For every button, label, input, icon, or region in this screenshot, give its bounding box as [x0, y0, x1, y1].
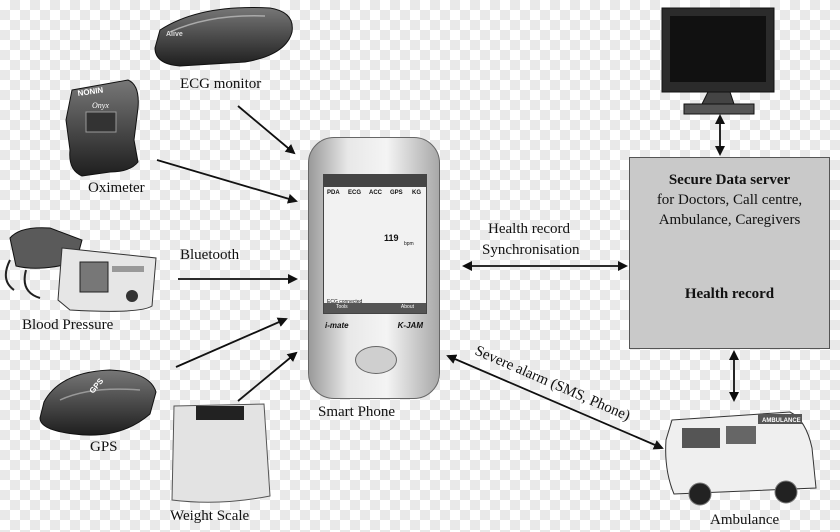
- health-record-db-label: Health record: [684, 286, 775, 302]
- weight-scale-label: Weight Scale: [170, 508, 250, 524]
- oximeter-model-text: Onyx: [92, 101, 109, 110]
- weight-scale-icon: [171, 403, 271, 503]
- ecg-brand-text: Alive: [166, 31, 183, 38]
- sync-label-line-1: Health record: [488, 221, 571, 237]
- connection-status: ECG connected: [327, 299, 363, 305]
- ambulance-label: Ambulance: [710, 512, 780, 528]
- computer-monitor-icon: [661, 7, 775, 115]
- arrow-bp-to-phone: [175, 317, 288, 368]
- gps-label: GPS: [90, 439, 118, 455]
- tab-kg[interactable]: KG: [412, 190, 421, 196]
- server-line-2: Ambulance, Caregivers: [658, 212, 801, 228]
- arrow-ecg-to-phone: [237, 105, 296, 155]
- tab-pda[interactable]: PDA: [327, 190, 340, 196]
- oximeter-icon: [65, 79, 139, 177]
- blood-pressure-monitor-icon: [57, 247, 157, 312]
- softkey-tools[interactable]: Tools: [336, 304, 348, 310]
- tab-ecg[interactable]: ECG: [348, 190, 362, 196]
- arrow-oximeter-to-phone: [156, 159, 298, 204]
- ecg-monitor-label: ECG monitor: [180, 76, 262, 92]
- oximeter-brand-text: NONIN: [77, 85, 104, 98]
- heart-rate-value: 119: [384, 233, 399, 243]
- phone-screen: PDA ECG ACC GPS KG 119 bpm ECG connected…: [323, 174, 427, 314]
- tab-acc[interactable]: ACC: [369, 190, 382, 196]
- bluetooth-label: Bluetooth: [180, 247, 240, 263]
- smart-phone: PDA ECG ACC GPS KG 119 bpm ECG connected…: [308, 137, 440, 399]
- sync-label-line-2: Synchronisation: [482, 242, 580, 258]
- alarm-label: Severe alarm (SMS, Phone): [472, 343, 632, 424]
- phone-dpad: [355, 346, 397, 374]
- heart-rate-unit: bpm: [404, 241, 414, 247]
- arrow-phone-ambulance-alarm: [446, 354, 664, 450]
- gps-device-icon: [39, 369, 157, 436]
- secure-data-server: Secure Data server for Doctors, Call cen…: [629, 157, 830, 349]
- ambulance-sign-text: AMBULANCE: [762, 418, 801, 424]
- server-title: Secure Data server: [668, 172, 791, 188]
- tab-gps[interactable]: GPS: [390, 190, 403, 196]
- ambulance-vehicle-icon: [665, 411, 817, 506]
- softkey-bar: Tools About: [324, 303, 426, 313]
- smart-phone-label: Smart Phone: [318, 404, 396, 420]
- arrow-scale-to-phone: [237, 351, 298, 402]
- blood-pressure-label: Blood Pressure: [22, 317, 114, 333]
- phone-brand-left: i-mate: [325, 321, 349, 330]
- phone-brand-right: K-JAM: [397, 321, 423, 330]
- phone-status-bar: [324, 175, 426, 187]
- softkey-about[interactable]: About: [400, 304, 414, 310]
- ecg-monitor-icon: [154, 7, 293, 67]
- server-line-1: for Doctors, Call centre,: [656, 192, 803, 208]
- oximeter-label: Oximeter: [88, 180, 145, 196]
